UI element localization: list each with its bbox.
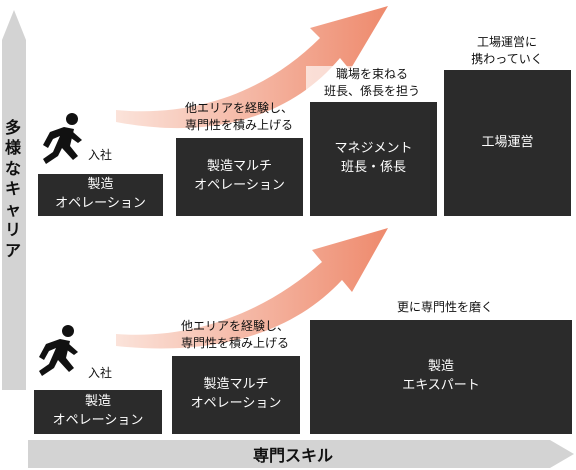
x-axis-label: 専門スキル — [252, 446, 333, 465]
upper-note-factory: 工場運営に 携わっていく — [471, 35, 543, 66]
runner-icon — [39, 325, 78, 376]
lower-box-operation: 製造 オペレーション — [34, 390, 162, 434]
upper-box-multi-operation: 製造マルチ オペレーション — [176, 138, 303, 216]
upper-box-factory-operation: 工場運営 — [444, 70, 571, 216]
lower-note-expert: 更に専門性を磨く — [396, 300, 493, 314]
upper-note-management: 職場を束ねる 班長、係長を担う — [306, 66, 438, 100]
upper-growth-arrow — [116, 6, 388, 129]
y-axis-arrow — [2, 10, 26, 390]
upper-entry-label: 入社 — [88, 148, 113, 162]
x-axis-arrow — [28, 440, 574, 468]
runner-icon — [43, 113, 82, 164]
lower-growth-arrow — [116, 228, 388, 349]
y-axis-label: 多 様 な キ ャ リ ア — [4, 118, 21, 260]
upper-box-management: マネジメント 班長・係長 — [310, 102, 437, 216]
upper-box-operation: 製造 オペレーション — [38, 174, 163, 216]
lower-entry-label: 入社 — [88, 366, 113, 380]
lower-box-expert: 製造 エキスパート — [310, 320, 572, 434]
upper-note-multi: 他エリアを経験し、 専門性を積み上げる — [184, 101, 293, 132]
lower-box-multi-operation: 製造マルチ オペレーション — [172, 356, 300, 434]
lower-note-multi: 他エリアを経験し、 専門性を積み上げる — [180, 319, 289, 350]
